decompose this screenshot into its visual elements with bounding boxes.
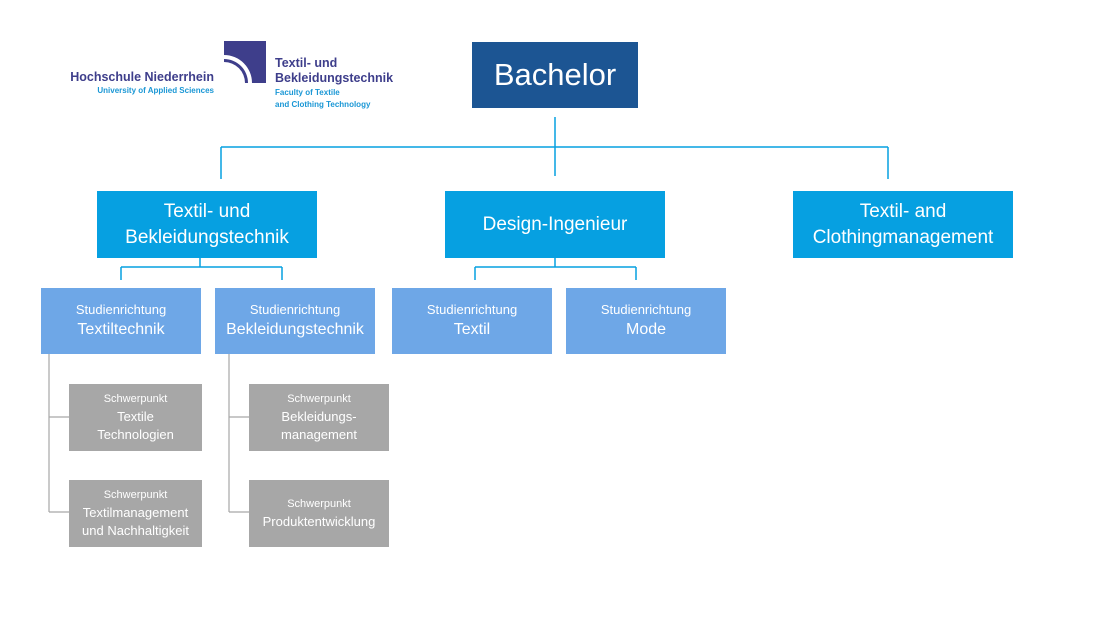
program-label-line1: Textil- und <box>163 200 251 222</box>
program-label-line2: Bekleidungstechnik <box>125 226 289 248</box>
studienrichtung-mode: Studienrichtung Mode <box>566 288 726 354</box>
program-textil-bekleidungstechnik: Textil- und Bekleidungstechnik <box>97 191 317 258</box>
faculty-logo-text: Textil- und Bekleidungstechnik Faculty o… <box>275 56 393 110</box>
schwerpunkt-line1: Textile <box>117 409 154 425</box>
faculty-subtitle-line2: and Clothing Technology <box>275 100 371 109</box>
schwerpunkt-line1: Textilmanagement <box>82 505 189 521</box>
studienrichtung-prefix: Studienrichtung <box>426 302 518 318</box>
schwerpunkt-prefix: Schwerpunkt <box>287 497 351 510</box>
faculty-name-line1: Textil- und <box>275 56 338 70</box>
program-label-line1: Design-Ingenieur <box>482 213 628 235</box>
faculty-logo-mark-icon <box>224 41 266 83</box>
schwerpunkt-prefix: Schwerpunkt <box>287 392 351 405</box>
studienrichtung-bekleidungstechnik: Studienrichtung Bekleidungstechnik <box>215 288 375 354</box>
schwerpunkt-textilmanagement-nachhaltigkeit: Schwerpunkt Textilmanagement und Nachhal… <box>69 480 202 547</box>
schwerpunkt-line1: Bekleidungs- <box>281 409 357 425</box>
schwerpunkt-prefix: Schwerpunkt <box>103 392 168 405</box>
program-textil-clothingmanagement: Textil- and Clothingmanagement <box>793 191 1013 258</box>
university-logo-text: Hochschule Niederrhein University of App… <box>57 70 214 95</box>
studienrichtung-name: Bekleidungstechnik <box>226 320 364 338</box>
university-subtitle: University of Applied Sciences <box>97 86 214 95</box>
schwerpunkt-line1: Produktentwicklung <box>262 514 376 530</box>
faculty-name-line2: Bekleidungstechnik <box>275 71 394 85</box>
program-design-ingenieur: Design-Ingenieur <box>445 191 665 258</box>
schwerpunkt-line2: management <box>281 427 357 443</box>
root-node-bachelor: Bachelor <box>472 42 638 108</box>
studienrichtung-prefix: Studienrichtung <box>249 302 341 318</box>
root-label: Bachelor <box>493 57 617 92</box>
studienrichtung-name: Mode <box>625 320 667 338</box>
schwerpunkt-prefix: Schwerpunkt <box>103 488 168 501</box>
program-label-line1: Textil- and <box>859 200 947 222</box>
studienrichtung-name: Textiltechnik <box>77 320 165 338</box>
studienrichtung-prefix: Studienrichtung <box>75 302 167 318</box>
faculty-subtitle-line1: Faculty of Textile <box>275 88 340 97</box>
studienrichtung-textil: Studienrichtung Textil <box>392 288 552 354</box>
schwerpunkt-bekleidungsmanagement: Schwerpunkt Bekleidungs- management <box>249 384 389 451</box>
studienrichtung-prefix: Studienrichtung <box>600 302 692 318</box>
program-label-line2: Clothingmanagement <box>812 226 994 248</box>
schwerpunkt-line2: Technologien <box>97 427 174 443</box>
schwerpunkt-textile-technologien: Schwerpunkt Textile Technologien <box>69 384 202 451</box>
studienrichtung-textiltechnik: Studienrichtung Textiltechnik <box>41 288 201 354</box>
studienrichtung-name: Textil <box>453 320 491 338</box>
university-name: Hochschule Niederrhein <box>70 70 214 84</box>
schwerpunkt-line2: und Nachhaltigkeit <box>82 523 189 539</box>
schwerpunkt-produktentwicklung: Schwerpunkt Produktentwicklung <box>249 480 389 547</box>
